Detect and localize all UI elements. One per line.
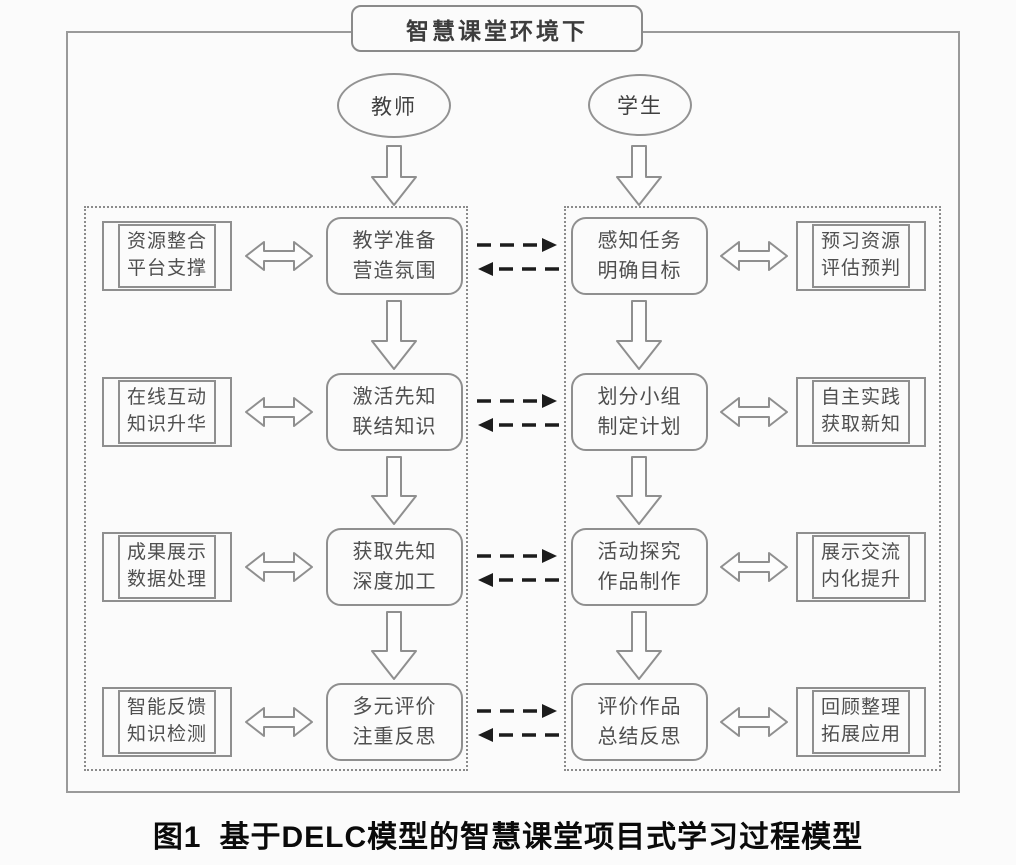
box-line: 感知任务 xyxy=(597,230,682,252)
box-line: 内化提升 xyxy=(820,569,901,590)
support-box-inner: 展示交流 内化提升 xyxy=(811,535,910,599)
box-line: 拓展应用 xyxy=(820,724,901,745)
student-support-box: 预习资源 评估预判 xyxy=(796,221,926,291)
student-stage-box: 活动探究 作品制作 xyxy=(571,528,708,606)
teacher-support-box: 资源整合 平台支撑 xyxy=(102,221,232,291)
box-line: 展示交流 xyxy=(820,542,901,564)
box-line: 深度加工 xyxy=(352,571,437,593)
figure-caption-text: 基于DELC模型的智慧课堂项目式学习过程模型 xyxy=(219,821,864,854)
support-box-inner: 成果展示 数据处理 xyxy=(117,535,216,599)
box-line: 获取先知 xyxy=(352,541,437,563)
box-line: 成果展示 xyxy=(126,542,207,564)
box-line: 预习资源 xyxy=(820,231,901,253)
box-line: 制定计划 xyxy=(597,416,682,438)
teacher-support-box: 智能反馈 知识检测 xyxy=(102,687,232,757)
support-box-inner: 回顾整理 拓展应用 xyxy=(811,690,910,754)
box-line: 数据处理 xyxy=(126,569,207,590)
box-line: 获取新知 xyxy=(820,414,901,435)
support-box-inner: 资源整合 平台支撑 xyxy=(117,224,216,288)
box-line: 回顾整理 xyxy=(820,697,901,719)
box-line: 资源整合 xyxy=(126,231,207,253)
box-line: 营造氛围 xyxy=(352,260,437,282)
student-stage-box: 评价作品 总结反思 xyxy=(571,683,708,761)
box-line: 联结知识 xyxy=(352,416,437,438)
box-line: 总结反思 xyxy=(597,726,682,748)
box-line: 明确目标 xyxy=(597,260,682,282)
student-support-box: 回顾整理 拓展应用 xyxy=(796,687,926,757)
student-dashed-panel xyxy=(564,206,941,771)
teacher-stage-box: 多元评价 注重反思 xyxy=(326,683,463,761)
box-line: 评估预判 xyxy=(820,258,901,279)
box-line: 多元评价 xyxy=(352,696,437,718)
box-line: 智能反馈 xyxy=(126,697,207,719)
student-label: 学生 xyxy=(617,95,663,118)
support-box-inner: 预习资源 评估预判 xyxy=(811,224,910,288)
teacher-support-box: 在线互动 知识升华 xyxy=(102,377,232,447)
student-stage-box: 划分小组 制定计划 xyxy=(571,373,708,451)
support-box-inner: 在线互动 知识升华 xyxy=(117,380,216,444)
box-line: 注重反思 xyxy=(352,726,437,748)
support-box-inner: 自主实践 获取新知 xyxy=(811,380,910,444)
box-line: 知识升华 xyxy=(126,414,207,435)
box-line: 知识检测 xyxy=(126,724,207,745)
box-line: 评价作品 xyxy=(597,696,682,718)
title-box: 智慧课堂环境下 xyxy=(351,5,643,52)
box-line: 在线互动 xyxy=(126,387,207,409)
teacher-stage-box: 教学准备 营造氛围 xyxy=(326,217,463,295)
box-line: 活动探究 xyxy=(597,541,682,563)
box-line: 激活先知 xyxy=(352,386,437,408)
box-line: 作品制作 xyxy=(597,571,682,593)
box-line: 平台支撑 xyxy=(126,258,207,279)
box-line: 教学准备 xyxy=(352,230,437,252)
figure-caption-label: 图1 xyxy=(152,821,202,854)
teacher-support-box: 成果展示 数据处理 xyxy=(102,532,232,602)
teacher-dashed-panel xyxy=(84,206,468,771)
box-line: 划分小组 xyxy=(597,386,682,408)
teacher-stage-box: 获取先知 深度加工 xyxy=(326,528,463,606)
box-line: 自主实践 xyxy=(820,387,901,409)
support-box-inner: 智能反馈 知识检测 xyxy=(117,690,216,754)
student-support-box: 自主实践 获取新知 xyxy=(796,377,926,447)
teacher-stage-box: 激活先知 联结知识 xyxy=(326,373,463,451)
teacher-ellipse: 教师 xyxy=(337,73,451,138)
figure-caption: 图1 基于DELC模型的智慧课堂项目式学习过程模型 xyxy=(0,812,1016,856)
student-stage-box: 感知任务 明确目标 xyxy=(571,217,708,295)
diagram-title: 智慧课堂环境下 xyxy=(406,17,588,44)
teacher-label: 教师 xyxy=(371,95,417,119)
student-support-box: 展示交流 内化提升 xyxy=(796,532,926,602)
student-ellipse: 学生 xyxy=(588,74,692,136)
